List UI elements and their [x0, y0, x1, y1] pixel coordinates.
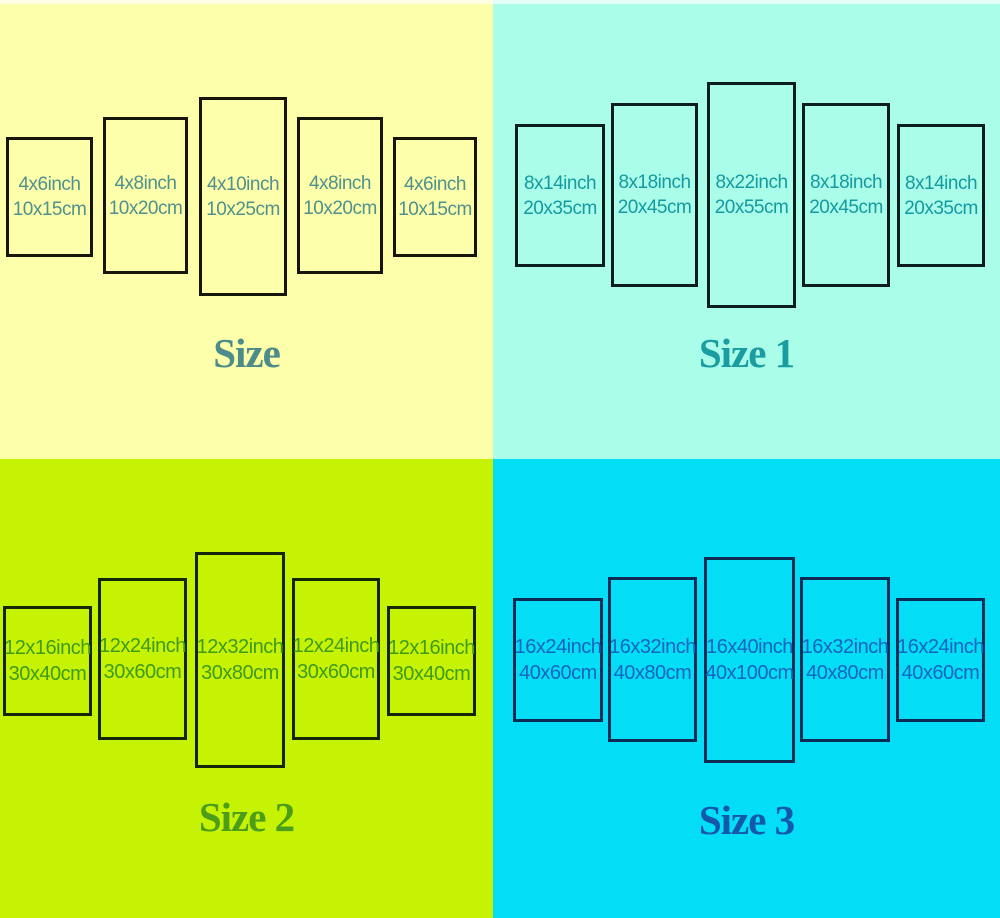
- canvas-panel: 8x22inch 20x55cm: [707, 82, 796, 308]
- panel-inch-text: 4x8inch: [114, 172, 177, 194]
- canvas-panel: 8x18inch 20x45cm: [802, 103, 890, 287]
- canvas-panel: 4x6inch 10x15cm: [6, 137, 93, 257]
- panel-inch-text: 12x24inch: [99, 635, 186, 657]
- panel-inch-text: 16x32inch: [609, 635, 696, 658]
- panel-cm-text: 30x80cm: [201, 662, 279, 684]
- panel-size-label: 16x24inch 40x60cm: [897, 634, 984, 686]
- canvas-panel: 8x14inch 20x35cm: [897, 124, 985, 267]
- panel-cm-text: 40x100cm: [705, 662, 794, 684]
- panel-inch-text: 12x16inch: [4, 637, 91, 659]
- panel-size-label: 8x14inch 20x35cm: [904, 171, 978, 221]
- canvas-panel: 4x6inch 10x15cm: [393, 137, 477, 257]
- panel-size-label: 4x10inch 10x25cm: [206, 172, 280, 222]
- canvas-panel: 8x18inch 20x45cm: [611, 103, 698, 287]
- canvas-panel: 4x8inch 10x20cm: [103, 117, 188, 274]
- panel-size-label: 12x24inch 30x60cm: [99, 633, 186, 685]
- panel-cm-text: 30x60cm: [297, 661, 375, 683]
- canvas-panel: 16x24inch 40x60cm: [896, 598, 985, 722]
- panel-cm-text: 30x40cm: [8, 663, 87, 685]
- canvas-panel: 8x14inch 20x35cm: [515, 124, 605, 267]
- panel-inch-text: 16x32inch: [801, 635, 889, 658]
- canvas-panel: 4x8inch 10x20cm: [297, 117, 383, 274]
- canvas-panel: 16x40inch 40x100cm: [704, 557, 795, 763]
- panel-cm-text: 10x20cm: [108, 197, 183, 219]
- panel-inch-text: 4x10inch: [206, 173, 280, 195]
- quadrant-title: Size 3: [698, 797, 795, 843]
- quadrant-size: 4x6inch 10x15cm 4x8inch 10x20cm 4x10inch…: [0, 0, 493, 459]
- canvas-panel: 12x24inch 30x60cm: [292, 578, 380, 740]
- panel-cm-text: 40x60cm: [901, 662, 980, 684]
- canvas-panel: 16x24inch 40x60cm: [513, 598, 603, 722]
- panel-size-label: 12x16inch 30x40cm: [4, 635, 91, 687]
- panel-size-label: 12x24inch 30x60cm: [293, 633, 380, 685]
- panel-cm-text: 10x15cm: [398, 199, 472, 220]
- panel-inch-text: 16x24inch: [897, 636, 984, 658]
- panel-cm-text: 20x45cm: [617, 197, 692, 218]
- panel-inch-text: 16x40inch: [706, 636, 793, 658]
- panel-inch-text: 8x14inch: [523, 172, 597, 194]
- panel-cm-text: 20x45cm: [809, 197, 883, 218]
- panel-size-label: 16x32inch 40x80cm: [609, 634, 696, 686]
- panel-size-label: 4x8inch 10x20cm: [303, 171, 377, 221]
- panel-size-label: 8x14inch 20x35cm: [523, 171, 597, 221]
- quadrant-size-2: 12x16inch 30x40cm 12x24inch 30x60cm 12x3…: [0, 459, 493, 918]
- panel-cm-text: 40x80cm: [806, 661, 884, 684]
- panel-size-label: 8x22inch 20x55cm: [715, 170, 789, 220]
- panel-cm-text: 10x25cm: [206, 198, 280, 220]
- panel-size-label: 16x40inch 40x100cm: [705, 634, 794, 686]
- quadrant-size-1: 8x14inch 20x35cm 8x18inch 20x45cm 8x22in…: [493, 0, 1000, 459]
- panel-inch-text: 12x24inch: [292, 635, 380, 657]
- panel-inch-text: 8x18inch: [618, 172, 691, 193]
- canvas-panel: 16x32inch 40x80cm: [800, 577, 890, 742]
- quadrant-title: Size 2: [198, 794, 295, 840]
- panel-cm-text: 10x15cm: [12, 199, 87, 220]
- panel-inch-text: 4x8inch: [308, 172, 371, 194]
- panel-size-label: 4x8inch 10x20cm: [109, 171, 183, 221]
- panel-cm-text: 40x60cm: [519, 662, 597, 684]
- canvas-panel: 16x32inch 40x80cm: [608, 577, 697, 742]
- panel-cm-text: 40x80cm: [613, 661, 692, 684]
- quadrant-title: Size: [213, 330, 281, 376]
- panel-inch-text: 8x22inch: [715, 172, 788, 193]
- panel-size-label: 12x32inch 30x80cm: [197, 634, 284, 686]
- quadrant-title: Size 1: [698, 330, 795, 376]
- canvas-panel: 12x32inch 30x80cm: [195, 552, 285, 768]
- canvas-panel: 12x16inch 30x40cm: [387, 606, 476, 716]
- panel-cm-text: 20x35cm: [523, 197, 597, 219]
- panel-inch-text: 4x6inch: [403, 174, 466, 195]
- panel-size-label: 8x18inch 20x45cm: [618, 170, 692, 220]
- panel-inch-text: 4x6inch: [18, 174, 81, 195]
- panel-inch-text: 12x16inch: [388, 637, 475, 659]
- quadrant-size-3: 16x24inch 40x60cm 16x32inch 40x80cm 16x4…: [493, 459, 1000, 918]
- canvas-panel: 12x16inch 30x40cm: [3, 606, 92, 716]
- panel-cm-text: 10x20cm: [303, 197, 377, 219]
- panel-size-label: 4x6inch 10x15cm: [13, 172, 87, 222]
- panel-inch-text: 8x14inch: [904, 172, 978, 194]
- panel-cm-text: 30x40cm: [392, 663, 471, 685]
- panel-cm-text: 20x55cm: [714, 197, 789, 218]
- panel-size-label: 8x18inch 20x45cm: [809, 170, 883, 220]
- panel-inch-text: 16x24inch: [514, 636, 602, 658]
- panel-cm-text: 30x60cm: [103, 661, 182, 683]
- panel-inch-text: 8x18inch: [809, 172, 883, 193]
- panel-size-label: 12x16inch 30x40cm: [388, 635, 475, 687]
- canvas-panel: 4x10inch 10x25cm: [199, 97, 287, 296]
- panel-size-label: 4x6inch 10x15cm: [398, 172, 472, 222]
- panel-inch-text: 12x32inch: [196, 636, 284, 658]
- panel-size-label: 16x24inch 40x60cm: [515, 634, 602, 686]
- canvas-panel: 12x24inch 30x60cm: [98, 578, 187, 740]
- panel-size-label: 16x32inch 40x80cm: [802, 634, 889, 686]
- panel-cm-text: 20x35cm: [904, 197, 978, 219]
